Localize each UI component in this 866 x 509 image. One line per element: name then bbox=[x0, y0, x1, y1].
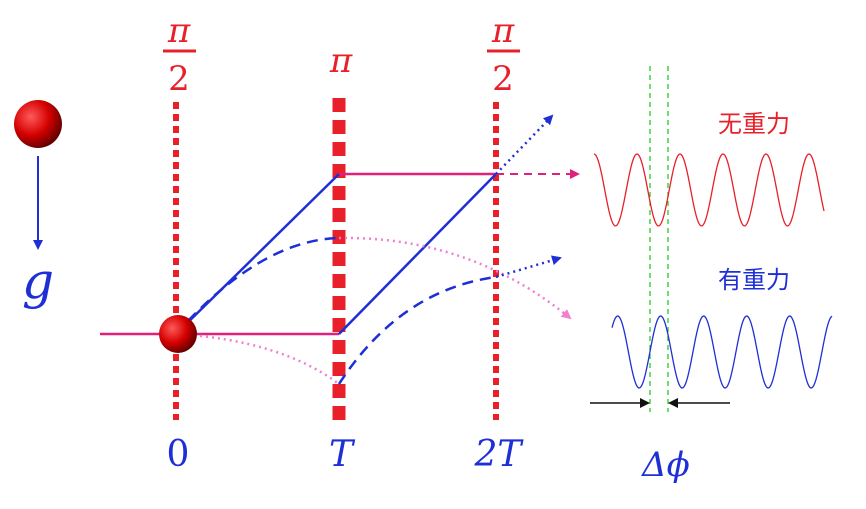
gravity-lower-recombine-curve bbox=[337, 275, 497, 385]
gravity-indicator: g bbox=[14, 100, 62, 310]
pulse-label-first: π 2 bbox=[163, 11, 196, 99]
no-gravity-label: 无重力 bbox=[718, 110, 790, 138]
pulse-numerator: π bbox=[167, 11, 191, 51]
atom-icon bbox=[159, 315, 197, 353]
time-label-third: 2T bbox=[474, 434, 525, 475]
with-gravity-label: 有重力 bbox=[718, 266, 790, 294]
falling-atom-icon bbox=[14, 100, 62, 148]
with-gravity-wave bbox=[611, 315, 833, 389]
gravity-upper-arm-curve bbox=[175, 236, 340, 335]
no-gravity-wave bbox=[593, 153, 825, 227]
gravity-label: g bbox=[22, 252, 54, 310]
pulse-symbol: π bbox=[329, 41, 353, 81]
time-label-first: 0 bbox=[167, 434, 190, 475]
output-arrow-blue-lower bbox=[495, 255, 562, 279]
output-arrow-blue-upper bbox=[495, 114, 554, 175]
split-path-line bbox=[175, 173, 340, 335]
pulse-denominator: 2 bbox=[168, 59, 190, 99]
pulse-denominator: 2 bbox=[492, 59, 514, 99]
pulse-label-second: π bbox=[329, 41, 353, 81]
recombine-path-line bbox=[338, 173, 497, 335]
phase-shift-label: Δϕ bbox=[640, 445, 690, 485]
signal-panel: 无重力 有重力 Δϕ bbox=[590, 66, 833, 485]
pulse-numerator: π bbox=[491, 11, 515, 51]
pulse-label-third: π 2 bbox=[487, 11, 520, 99]
gravity-upper-recombine-curve bbox=[338, 236, 572, 320]
time-label-second: T bbox=[329, 434, 356, 475]
gravity-lower-arm-curve bbox=[175, 332, 340, 386]
